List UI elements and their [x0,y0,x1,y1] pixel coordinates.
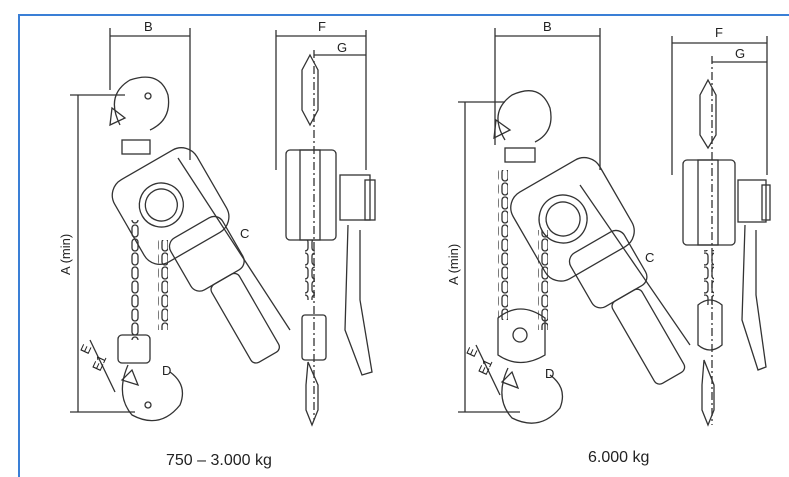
dim-label-b-right: B [543,19,552,34]
hoist-large-front-view [458,28,691,424]
dim-label-g-right: G [735,46,745,61]
hoist-large-side-view [671,36,771,427]
hoist-small-front-view [70,28,291,422]
caption-large-hoist: 6.000 kg [588,449,650,466]
hoist-small-side-view [275,30,376,427]
caption-small-hoist: 750 – 3.000 kg [166,452,272,469]
dim-label-c-left: C [240,226,249,241]
dim-label-f-right: F [715,25,723,40]
dim-label-e1-right: E1 [475,357,495,378]
frame-border-top [18,14,789,16]
dim-label-g-left: G [337,40,347,55]
dim-label-a-right: A (min) [446,244,461,285]
dim-label-c-right: C [645,250,654,265]
dim-label-a-left: A (min) [58,234,73,275]
frame-border-left [18,14,20,477]
dim-label-e1-left: E1 [89,353,109,374]
dim-label-d-right: D [545,366,554,381]
dim-label-e-right: E [463,345,480,359]
dim-label-f-left: F [318,19,326,34]
dim-label-d-left: D [162,363,171,378]
dim-label-b-left: B [144,19,153,34]
